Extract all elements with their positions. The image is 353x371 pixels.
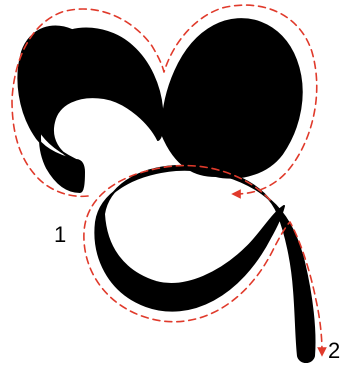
glyph-right-lobe (162, 19, 302, 178)
stroke-number-1: 1 (54, 222, 66, 247)
glyph (18, 19, 314, 362)
glyph-left-lobe (31, 29, 163, 160)
stroke-number-2: 2 (328, 338, 340, 363)
